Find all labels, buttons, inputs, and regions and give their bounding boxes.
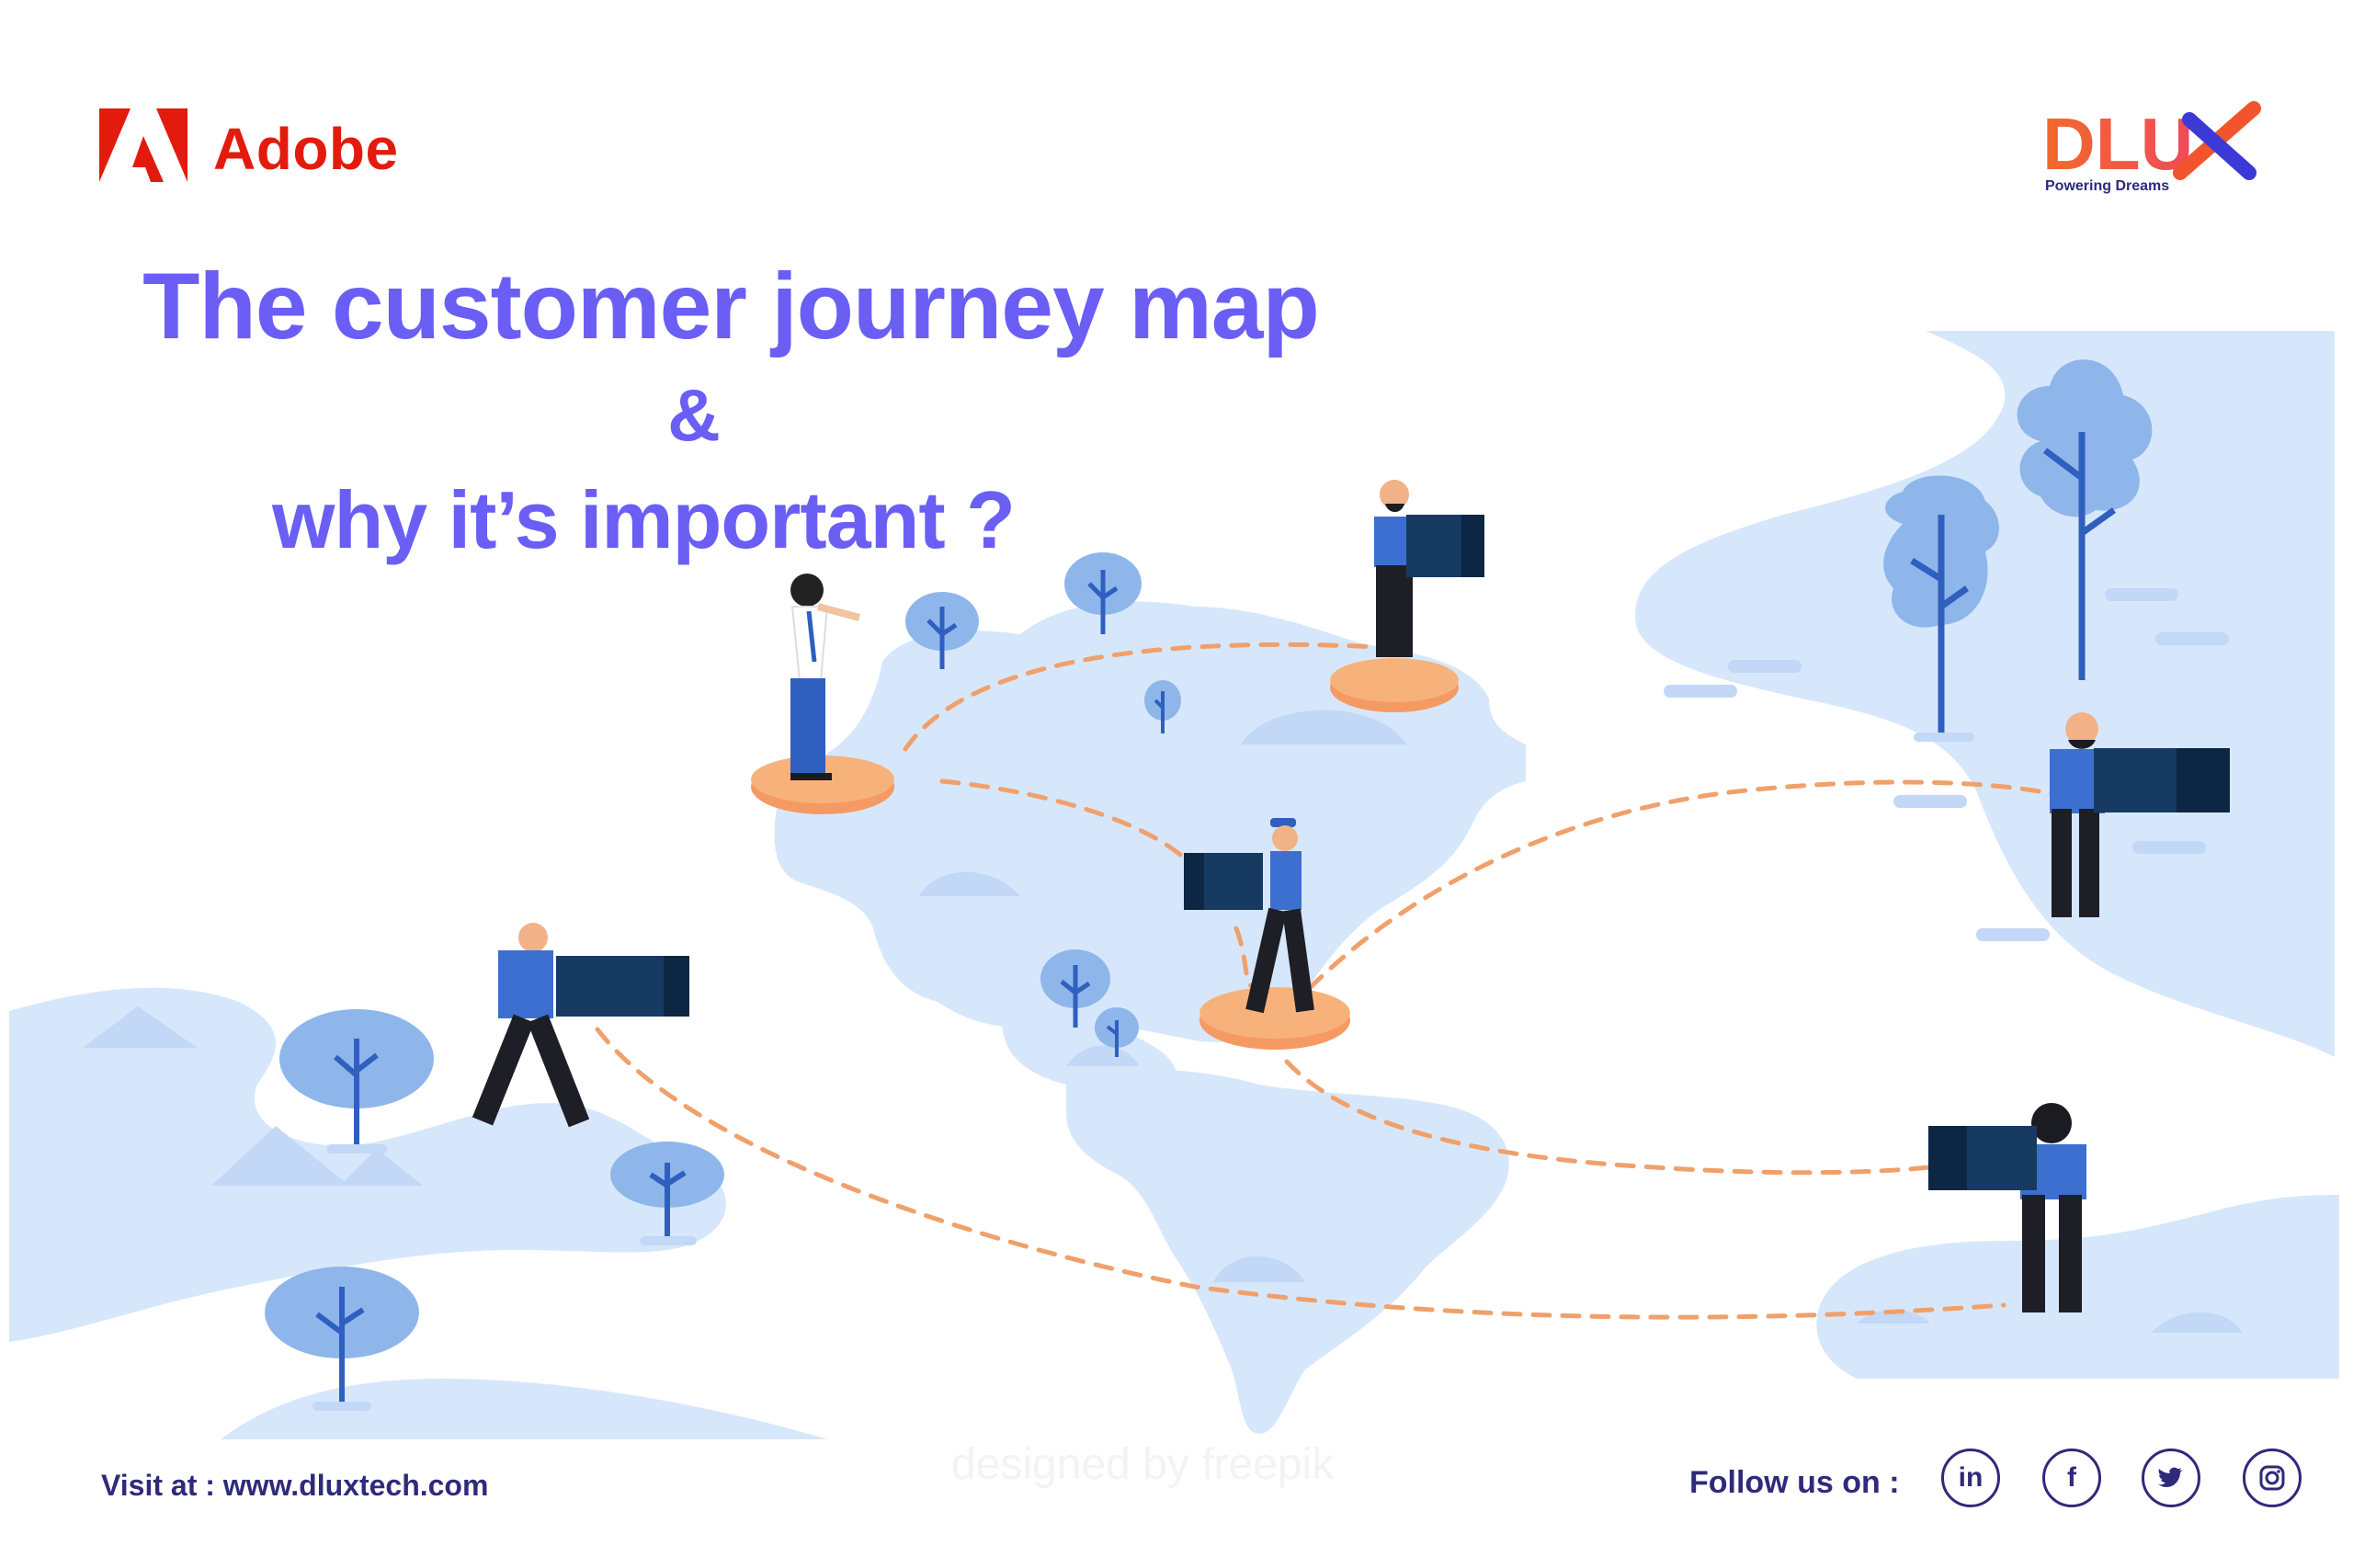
landmass-southwest xyxy=(221,1379,827,1439)
page-title-line-1: The customer journey map xyxy=(142,254,1320,358)
follow-us-label: Follow us on : xyxy=(1689,1465,1900,1500)
route-5 xyxy=(1284,1059,1933,1176)
dlux-logo-icon: DLU xyxy=(2042,101,2261,185)
tree-icon xyxy=(905,592,979,669)
watermark-text: designed by freepik xyxy=(951,1440,1335,1489)
person-phone xyxy=(790,574,861,780)
person-box-left xyxy=(472,923,689,1128)
route-6 xyxy=(595,1027,2006,1320)
route-1 xyxy=(903,642,1400,752)
facebook-icon[interactable]: f xyxy=(2042,1449,2101,1507)
adobe-logo-icon xyxy=(99,108,188,182)
landmass-northeast xyxy=(1635,331,2335,1057)
person-box-right xyxy=(2050,712,2230,917)
website-link[interactable]: Visit at : www.dluxtech.com xyxy=(101,1469,489,1502)
svg-text:DLU: DLU xyxy=(2042,103,2193,185)
twitter-bird-icon xyxy=(2158,1467,2183,1487)
person-box-bottom-right xyxy=(1928,1103,2086,1312)
twitter-icon[interactable] xyxy=(2142,1449,2200,1507)
instagram-icon[interactable] xyxy=(2243,1449,2302,1507)
linkedin-icon[interactable]: in xyxy=(1941,1449,2000,1507)
person-box-top xyxy=(1374,480,1484,657)
landmass-south-america xyxy=(1066,1069,1509,1434)
route-4 xyxy=(1307,779,2062,991)
instagram-glyph-icon xyxy=(2259,1465,2285,1491)
route-2 xyxy=(939,778,1188,862)
page-title-line-3: why it’s important ? xyxy=(272,474,1016,565)
page-title-ampersand: & xyxy=(667,374,721,456)
dlux-tagline: Powering Dreams xyxy=(2045,178,2170,194)
person-box-center xyxy=(1184,818,1314,1014)
adobe-wordmark: Adobe xyxy=(213,116,399,182)
